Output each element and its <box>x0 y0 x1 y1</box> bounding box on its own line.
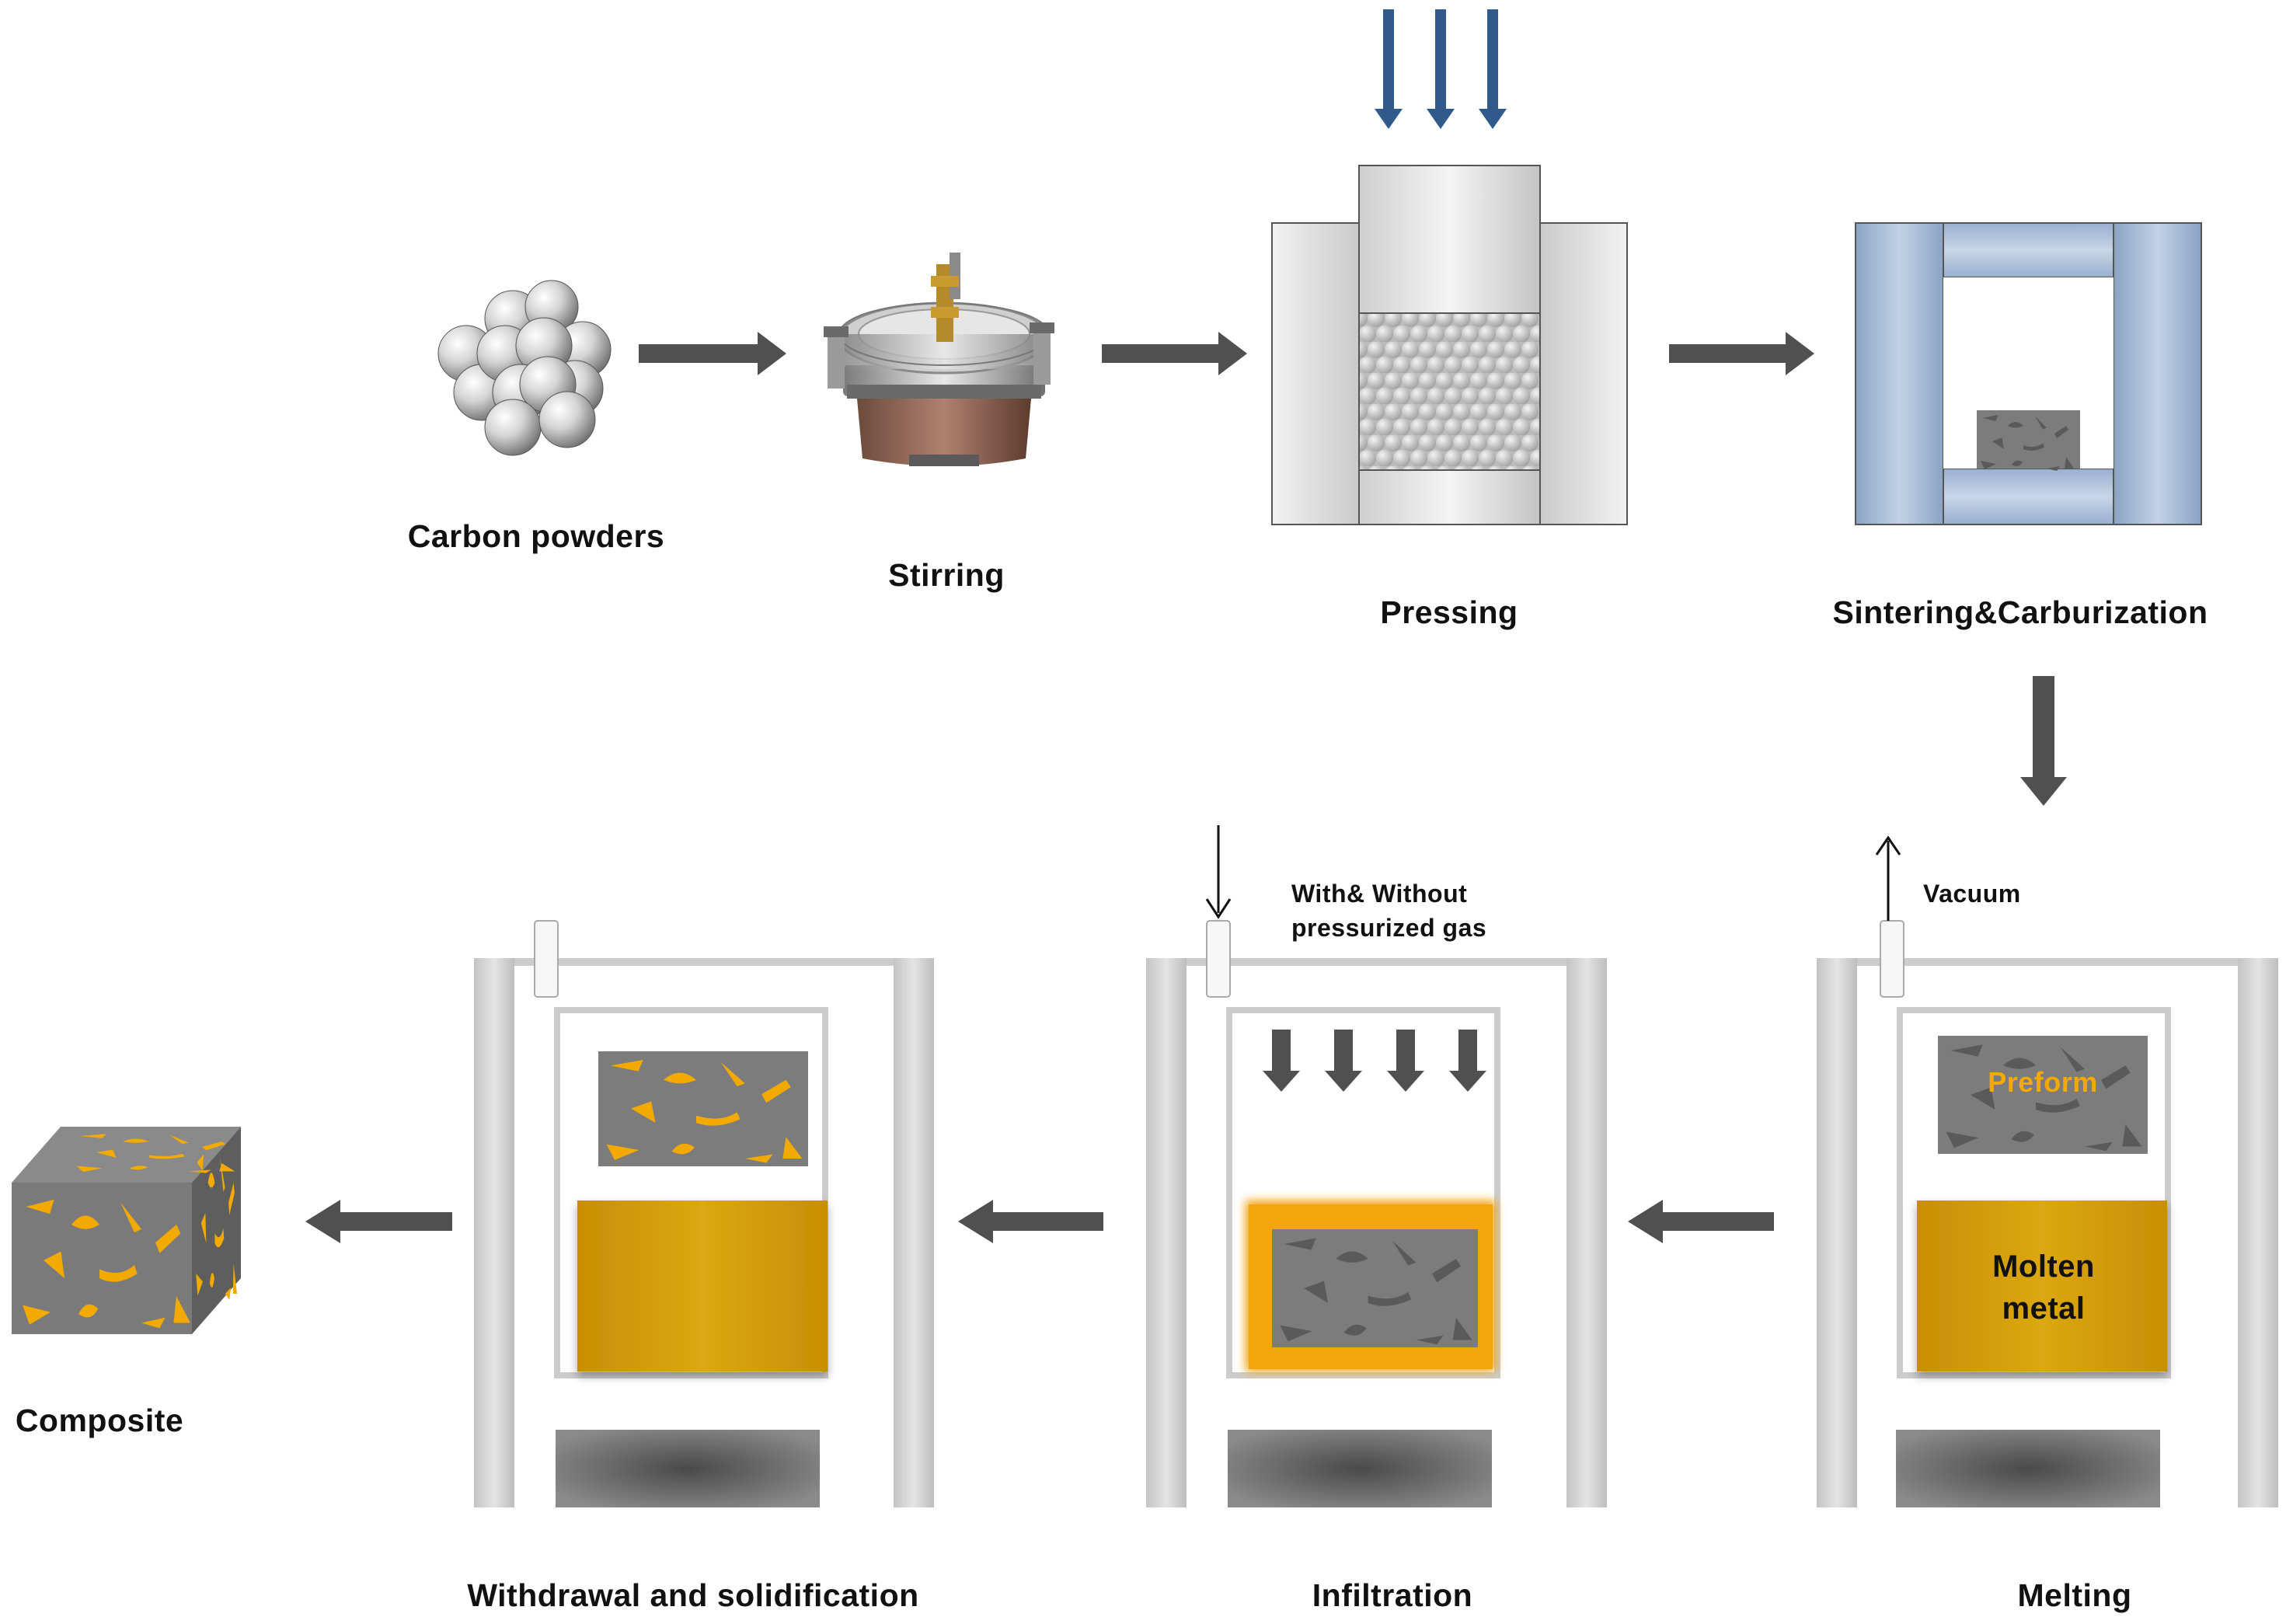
gas-inlet-arrow-icon <box>1205 825 1232 919</box>
carbon-powder-cluster-icon <box>437 280 612 456</box>
flow-arrow-4 <box>1628 1200 1774 1243</box>
flow-arrow-5 <box>958 1200 1103 1243</box>
flow-arrow-2 <box>1102 332 1247 375</box>
molten-metal-label-line1: Molten <box>1992 1249 2095 1284</box>
vacuum-arrow-icon <box>1875 835 1901 921</box>
press-force-arrows-icon <box>1375 9 1507 129</box>
flow-arrow-3 <box>1669 332 1814 375</box>
press-die-icon <box>1271 165 1628 525</box>
melting-furnace-icon <box>1817 920 2278 1507</box>
flow-arrow-1 <box>639 332 786 375</box>
withdrawal-furnace-icon <box>474 920 934 1507</box>
gas-label-line2: pressurized gas <box>1291 914 1487 942</box>
stage-label-stirring: Stirring <box>888 557 1005 593</box>
stage-label-carbon-powders: Carbon powders <box>407 518 665 554</box>
stage-label-withdrawal: Withdrawal and solidification <box>467 1577 919 1613</box>
infiltration-furnace-icon <box>1146 920 1607 1507</box>
preform-label: Preform <box>1988 1066 2098 1098</box>
stage-label-melting: Melting <box>2017 1577 2132 1613</box>
vacuum-label: Vacuum <box>1923 880 2021 908</box>
stirring-device-icon <box>824 253 1054 466</box>
sintering-furnace-icon <box>1855 222 2202 525</box>
composite-cube-icon <box>12 1127 241 1334</box>
flow-arrow-down <box>2020 676 2067 806</box>
stage-label-pressing: Pressing <box>1380 594 1518 630</box>
stage-label-composite: Composite <box>15 1403 184 1438</box>
gas-label-line1: With& Without <box>1291 880 1468 908</box>
stage-label-sintering: Sintering&Carburization <box>1832 594 2208 630</box>
molten-metal-label-line2: metal <box>2002 1291 2086 1326</box>
flow-arrow-6 <box>305 1200 452 1243</box>
stage-label-infiltration: Infiltration <box>1312 1577 1473 1613</box>
